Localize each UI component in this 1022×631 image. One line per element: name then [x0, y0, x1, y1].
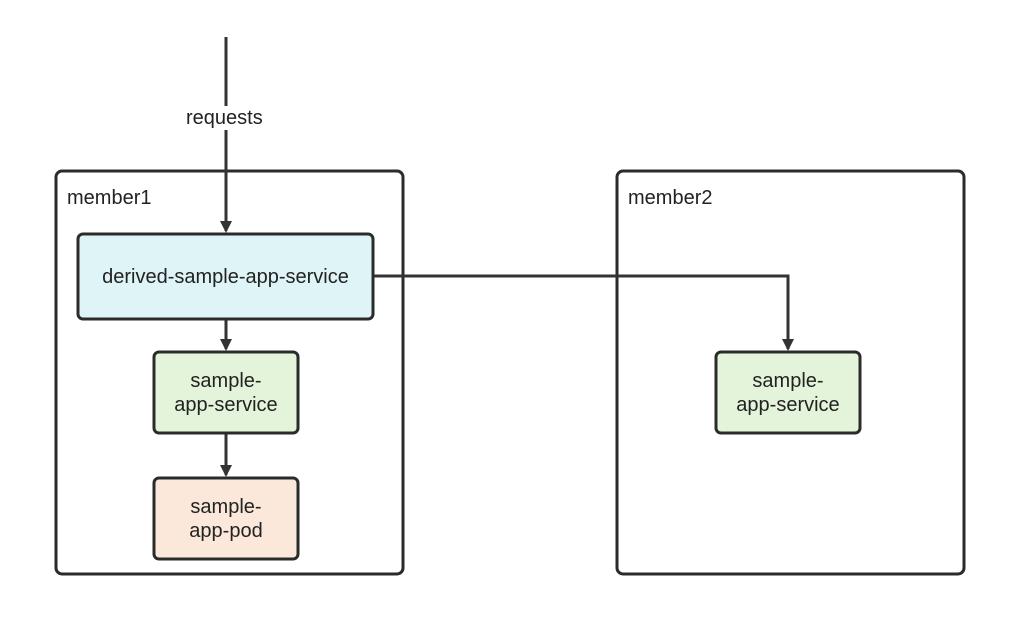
node-member1-sample-app-service-box — [152, 350, 300, 435]
edge-label-requests: requests — [184, 106, 265, 130]
node-member1-sample-app-pod-box — [152, 476, 300, 561]
node-member1-sample-app-service-label-line1: sample- — [190, 369, 262, 392]
edge-derived-service-to-member2-service — [373, 274, 794, 351]
node-derived-sample-app-service: derived-sample-app-service — [78, 234, 373, 319]
node-member2-sample-app-service-label-line1: sample- — [752, 369, 824, 392]
cluster-label-member2: member2 — [628, 187, 713, 209]
node-member1-sample-app-service-label-line2: app-service — [174, 393, 278, 416]
node-member1-sample-app-pod: sample- app-pod — [154, 478, 298, 559]
node-member2-sample-app-service: sample- app-service — [716, 352, 860, 433]
node-member2-sample-app-service-box — [714, 350, 862, 435]
node-member1-sample-app-pod-label-line2: app-pod — [189, 519, 263, 542]
cluster-label-member1: member1 — [67, 187, 152, 209]
node-derived-sample-app-service-box — [76, 232, 375, 321]
node-member2-sample-app-service-label-line2: app-service — [736, 393, 840, 416]
node-member1-sample-app-pod-label-line1: sample- — [190, 495, 262, 518]
node-derived-sample-app-service-label: derived-sample-app-service — [102, 265, 349, 288]
node-member1-sample-app-service: sample- app-service — [154, 352, 298, 433]
